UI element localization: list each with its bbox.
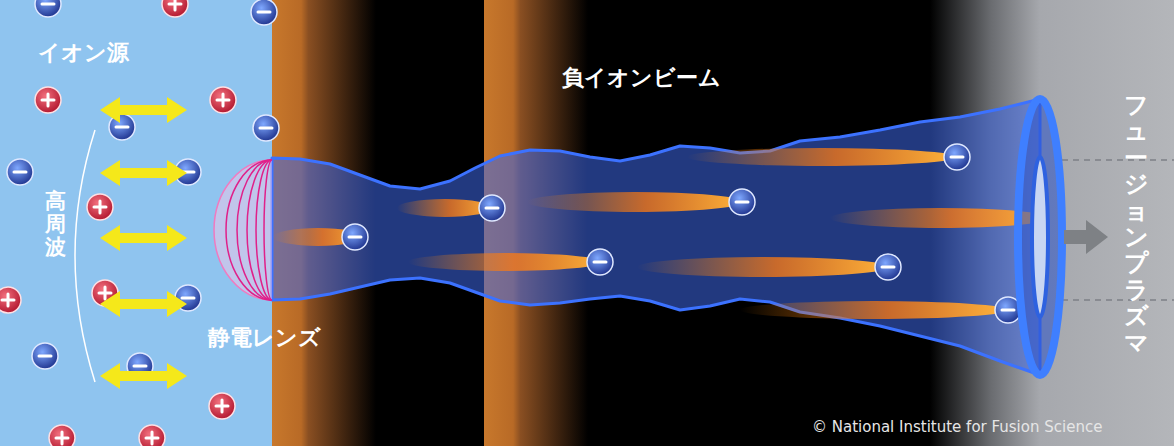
arrow-shaft — [1064, 230, 1086, 244]
lens-label: 静電レンズ — [208, 323, 321, 353]
ion-particles — [0, 0, 279, 446]
electrostatic-lens — [214, 160, 272, 300]
ion-source-ground — [0, 0, 272, 446]
arrow-head — [1086, 220, 1108, 254]
beam-exit-ring — [1018, 99, 1062, 375]
copyright-note: © National Institute for Fusion Science — [812, 418, 1102, 436]
plasma-title: フュージョンプラズマ — [1124, 92, 1148, 356]
beam-tube — [272, 99, 1040, 375]
beam-injection-arrow — [1064, 220, 1108, 254]
plasma-guide-line — [1062, 159, 1174, 161]
ion-streaks — [273, 144, 1050, 323]
beam-title: 負イオンビーム — [562, 63, 721, 93]
region-title: イオン源 — [38, 38, 129, 68]
plasma-region: フュージョンプラズマ — [1110, 80, 1174, 380]
bracket — [75, 130, 95, 382]
plasma-guide-line — [1062, 299, 1174, 301]
beam-region: 負イオンビーム — [270, 55, 1062, 390]
ion-source-region: イオン源高周波 — [0, 0, 272, 446]
rf-label: 高周波 — [45, 190, 66, 259]
rf-arrows — [100, 97, 187, 389]
beam-exit-hole — [1032, 157, 1048, 317]
